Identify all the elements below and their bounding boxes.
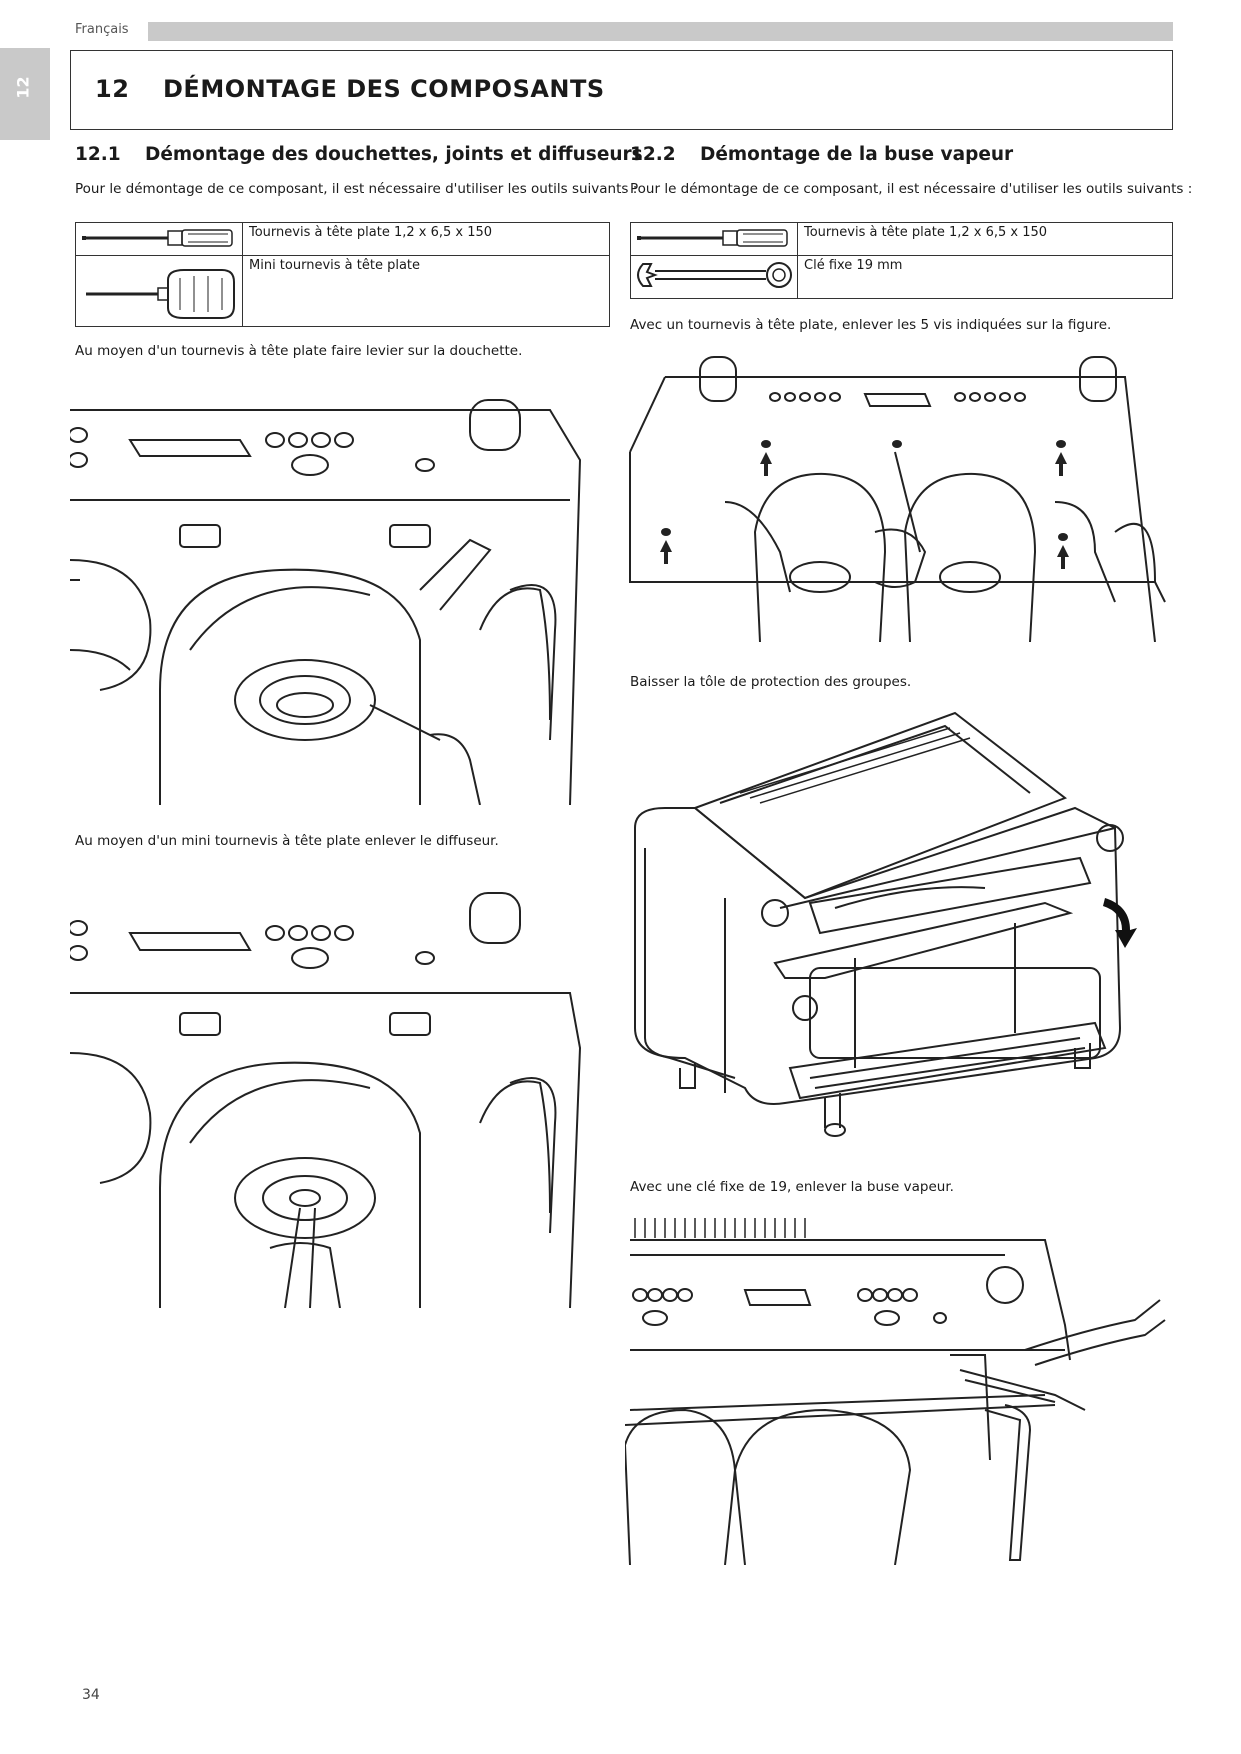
step-text: Avec une clé fixe de 19, enlever la buse…: [630, 1179, 954, 1195]
chapter-title: DÉMONTAGE DES COMPOSANTS: [163, 75, 605, 103]
machine-protection-plate-illustration: [634, 711, 1137, 1137]
language-label: Français: [75, 22, 129, 37]
section-intro: Pour le démontage de ce composant, il es…: [75, 181, 638, 197]
section-heading-12-2: 12.2 Démontage de la buse vapeur: [630, 144, 1013, 165]
steam-wand-removal-illustration: [625, 1218, 1166, 1565]
tool-label: Mini tournevis à tête plate: [242, 255, 610, 327]
flat-screwdriver-icon: [630, 222, 798, 256]
section-number: 12.2: [630, 144, 676, 165]
page-number: 34: [82, 1687, 100, 1703]
chapter-number: 12: [95, 75, 130, 103]
chapter-heading: 12 DÉMONTAGE DES COMPOSANTS: [70, 50, 1173, 130]
tool-label: Tournevis à tête plate 1,2 x 6,5 x 150: [242, 222, 610, 256]
flat-screwdriver-icon: [75, 222, 243, 256]
section-title: Démontage des douchettes, joints et diff…: [145, 144, 643, 165]
tools-table: Tournevis à tête plate 1,2 x 6,5 x 150 C…: [630, 222, 1173, 299]
tool-label: Clé fixe 19 mm: [797, 255, 1173, 299]
step-text: Baisser la tôle de protection des groupe…: [630, 674, 912, 690]
section-intro: Pour le démontage de ce composant, il es…: [630, 181, 1193, 197]
section-title: Démontage de la buse vapeur: [700, 144, 1014, 165]
mini-screwdriver-icon: [75, 255, 243, 327]
tool-row: Tournevis à tête plate 1,2 x 6,5 x 150: [630, 222, 1173, 256]
tools-table: Tournevis à tête plate 1,2 x 6,5 x 150 M…: [75, 222, 610, 327]
section-heading-12-1: 12.1 Démontage des douchettes, joints et …: [75, 144, 643, 165]
header-bar: [148, 22, 1173, 41]
machine-group-lever-illustration: [70, 399, 582, 805]
tool-label: Tournevis à tête plate 1,2 x 6,5 x 150: [797, 222, 1173, 256]
tool-row: Tournevis à tête plate 1,2 x 6,5 x 150: [75, 222, 610, 256]
tool-row: Mini tournevis à tête plate: [75, 255, 610, 327]
tool-row: Clé fixe 19 mm: [630, 255, 1173, 299]
wrench-icon: [630, 255, 798, 299]
step-text: Au moyen d'un mini tournevis à tête plat…: [75, 833, 499, 849]
machine-screws-illustration: [629, 356, 1166, 642]
step-text: Avec un tournevis à tête plate, enlever …: [630, 317, 1112, 333]
machine-diffuser-removal-illustration: [70, 892, 582, 1308]
section-number: 12.1: [75, 144, 121, 165]
chapter-side-tab: 12: [0, 48, 50, 140]
chapter-side-tab-label: 12: [13, 76, 33, 99]
step-text: Au moyen d'un tournevis à tête plate fai…: [75, 343, 523, 359]
